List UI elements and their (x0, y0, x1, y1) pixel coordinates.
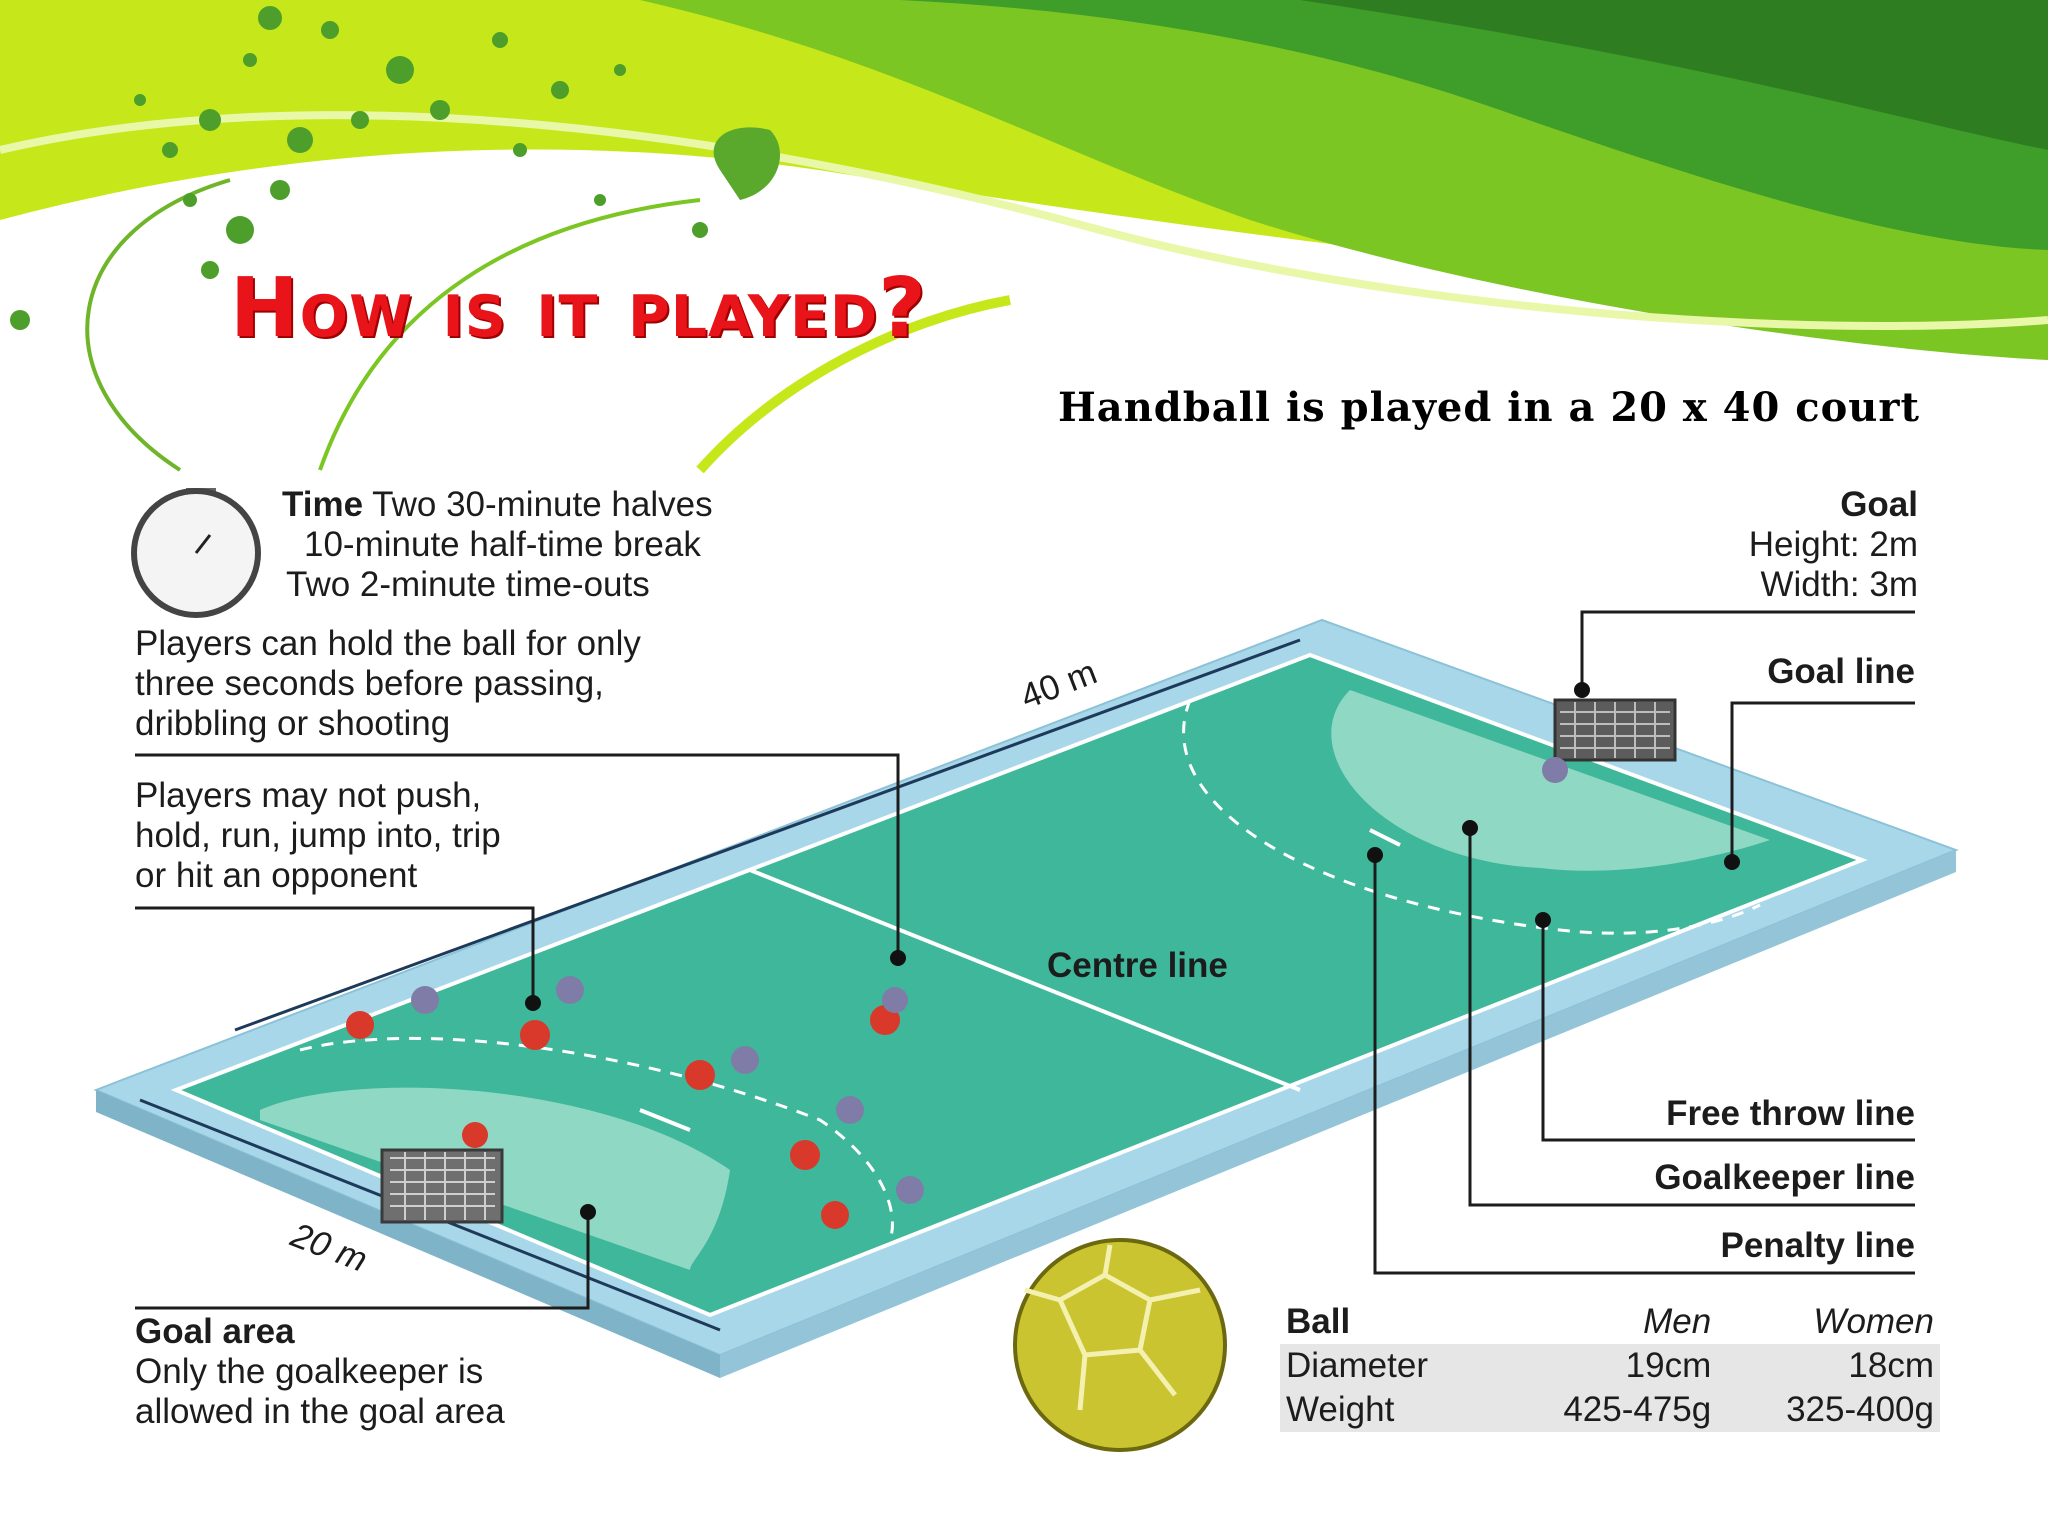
centre-line (749, 868, 1301, 1092)
goal-line-label: Goal line (1767, 652, 1915, 691)
ball-table: Ball Men Women Diameter 19cm 18cm Weight… (1280, 1300, 1940, 1432)
contact-line-3: or hit an opponent (135, 856, 418, 895)
table-row: Weight 425-475g 325-400g (1280, 1388, 1940, 1432)
time-line-1: Two 30-minute halves (372, 485, 713, 524)
goal-left-icon (380, 1148, 504, 1224)
women-header: Women (1813, 1302, 1934, 1341)
table-row: Diameter 19cm 18cm (1280, 1344, 1940, 1388)
goal-heading: Goal (1840, 485, 1918, 524)
goal-block: Goal Height: 2m Width: 3m (1518, 485, 1918, 605)
slide-title: How is it played? (230, 261, 927, 356)
goalkeeper-line-label: Goalkeeper line (1654, 1158, 1915, 1197)
diameter-men: 19cm (1494, 1344, 1718, 1388)
diameter-women: 18cm (1717, 1344, 1940, 1388)
decorative-banner (0, 0, 2048, 474)
weight-label: Weight (1280, 1388, 1495, 1432)
free-throw-line-label: Free throw line (1666, 1094, 1915, 1133)
hold-line-3: dribbling or shooting (135, 704, 451, 743)
goal-area-block: Goal area Only the goalkeeper is allowed… (135, 1312, 505, 1432)
weight-women: 325-400g (1717, 1388, 1940, 1432)
diameter-label: Diameter (1280, 1344, 1495, 1388)
contact-line-1: Players may not push, (135, 776, 482, 815)
hold-line-2: three seconds before passing, (135, 664, 604, 703)
players (346, 757, 1568, 1229)
contact-line-2: hold, run, jump into, trip (135, 816, 501, 855)
handball-icon (1013, 1238, 1227, 1452)
ball-header: Ball (1286, 1302, 1351, 1341)
ball-table-header: Ball Men Women (1280, 1300, 1940, 1344)
goal-area-line-2: allowed in the goal area (135, 1392, 505, 1431)
goal-area-line-1: Only the goalkeeper is (135, 1352, 484, 1391)
goal-area-heading: Goal area (135, 1312, 295, 1351)
goal-height: Height: 2m (1748, 525, 1918, 564)
penalty-line-label: Penalty line (1720, 1226, 1915, 1265)
slide-subtitle: Handball is played in a 20 x 40 court (1058, 384, 1920, 431)
hold-rule: Players can hold the ball for only three… (135, 624, 641, 744)
time-line-3: Two 2-minute time-outs (286, 565, 650, 604)
hold-line-1: Players can hold the ball for only (135, 624, 641, 663)
goal-right-icon (1553, 698, 1677, 762)
goal-width: Width: 3m (1760, 565, 1918, 604)
stopwatch-icon (131, 488, 261, 618)
time-block: Time Two 30-minute halves 10-minute half… (282, 485, 713, 605)
time-heading: Time (282, 485, 364, 524)
contact-rule: Players may not push, hold, run, jump in… (135, 776, 501, 896)
time-line-2: 10-minute half-time break (304, 525, 701, 564)
ball-spec: Ball Men Women Diameter 19cm 18cm Weight… (1280, 1300, 1940, 1432)
centre-line-label: Centre line (1047, 946, 1228, 985)
men-header: Men (1643, 1302, 1712, 1341)
weight-men: 425-475g (1494, 1388, 1718, 1432)
